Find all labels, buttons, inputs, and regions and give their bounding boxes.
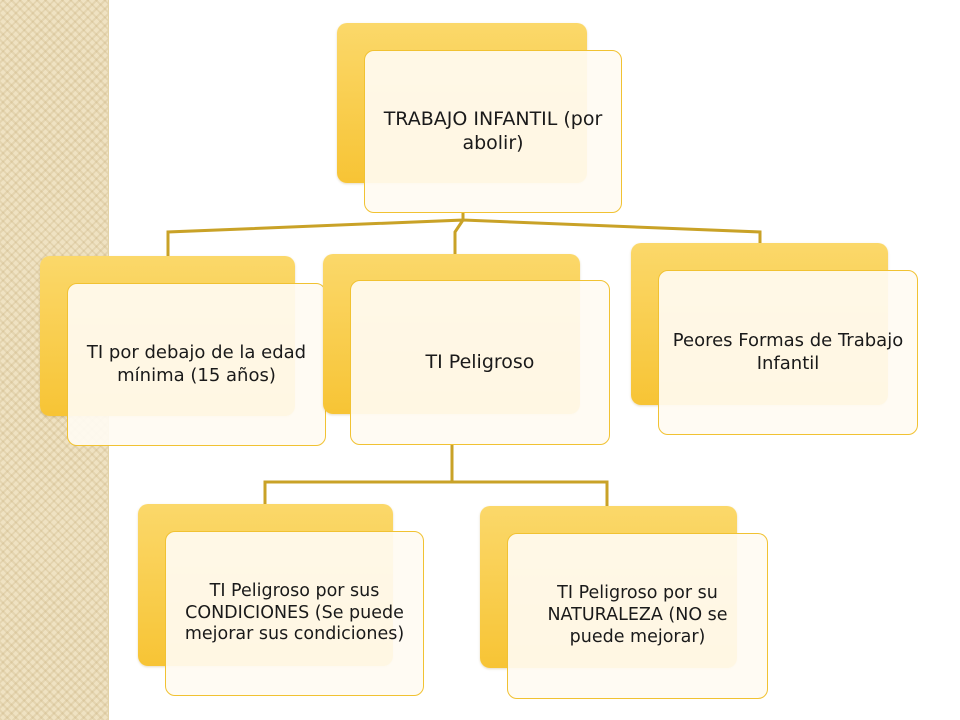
node-worst-forms-card: Peores Formas de Trabajo Infantil — [658, 270, 918, 435]
connector-hazardous-children — [263, 445, 609, 506]
node-nature: TI Peligroso por su NATURALEZA (NO se pu… — [480, 506, 768, 699]
node-conditions: TI Peligroso por sus CONDICIONES (Se pue… — [138, 504, 424, 696]
node-hazardous-card: TI Peligroso — [350, 280, 610, 445]
node-min-age: TI por debajo de la edad mínima (15 años… — [40, 256, 326, 446]
connector-root-children — [166, 213, 762, 256]
node-hazardous-label: TI Peligroso — [425, 350, 535, 373]
node-root-card: TRABAJO INFANTIL (por abolir) — [364, 50, 622, 213]
node-root-label: TRABAJO INFANTIL (por abolir) — [383, 107, 603, 154]
node-conditions-card: TI Peligroso por sus CONDICIONES (Se pue… — [165, 531, 424, 696]
node-nature-label: TI Peligroso por su NATURALEZA (NO se pu… — [547, 583, 728, 647]
node-min-age-label: TI por debajo de la edad mínima (15 años… — [86, 342, 307, 386]
node-hazardous: TI Peligroso — [323, 254, 610, 445]
node-worst-forms: Peores Formas de Trabajo Infantil — [631, 243, 918, 435]
node-min-age-card: TI por debajo de la edad mínima (15 años… — [67, 283, 326, 446]
node-conditions-label: TI Peligroso por sus CONDICIONES (Se pue… — [184, 580, 405, 645]
node-nature-card: TI Peligroso por su NATURALEZA (NO se pu… — [507, 533, 768, 699]
node-worst-forms-label: Peores Formas de Trabajo Infantil — [672, 330, 904, 374]
node-root: TRABAJO INFANTIL (por abolir) — [337, 23, 622, 213]
